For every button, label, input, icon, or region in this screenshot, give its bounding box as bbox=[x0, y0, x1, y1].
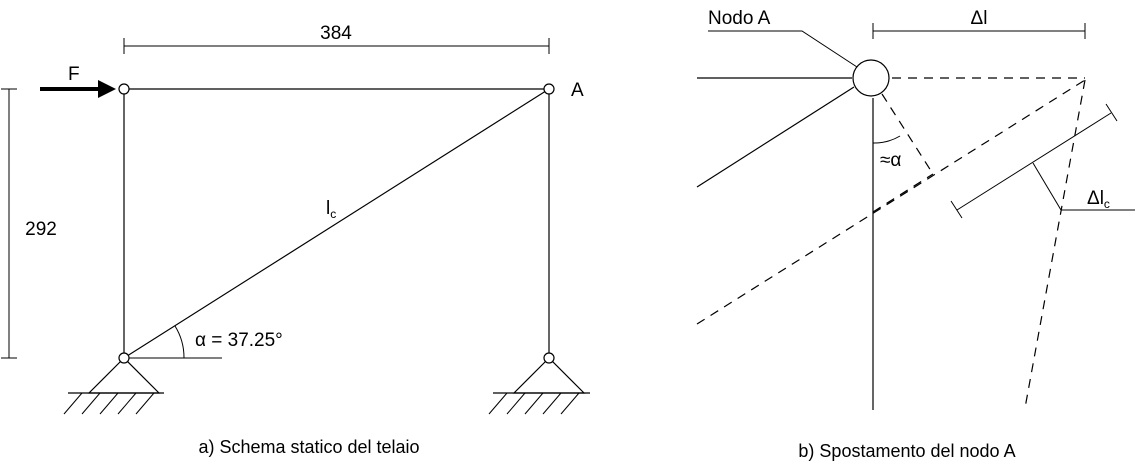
delta-lc-dimension bbox=[950, 103, 1135, 219]
brace-member bbox=[696, 86, 855, 188]
diagonal-brace bbox=[123, 88, 550, 359]
delta-lc-label-subscript: c bbox=[1104, 197, 1110, 211]
joint-top-right bbox=[543, 83, 555, 95]
angle-label: α = 37.25° bbox=[195, 330, 283, 351]
force-arrow bbox=[40, 80, 116, 98]
diagonal-label: lc bbox=[326, 198, 336, 221]
force-label: F bbox=[68, 64, 80, 85]
support-left bbox=[63, 352, 164, 415]
brace-displaced-dashed bbox=[696, 79, 1086, 325]
column-displaced-dashed bbox=[1024, 79, 1086, 409]
node-a-label: A bbox=[571, 80, 584, 101]
delta-lc-label: Δlc bbox=[1087, 188, 1110, 211]
node-a-circle bbox=[852, 59, 890, 97]
joint-top-left bbox=[118, 83, 130, 95]
node-a-leader bbox=[708, 30, 858, 68]
delta-l-dimension bbox=[872, 23, 1086, 39]
delta-lc-label-main: Δl bbox=[1087, 188, 1104, 209]
diagonal-label-main: l bbox=[326, 198, 330, 219]
span-label: 384 bbox=[320, 23, 352, 44]
height-label: 292 bbox=[25, 219, 57, 240]
angle-arc bbox=[174, 325, 185, 359]
support-right bbox=[488, 352, 590, 415]
height-dimension bbox=[1, 88, 17, 359]
span-dimension bbox=[123, 38, 550, 54]
caption-right: b) Spostamento del nodo A bbox=[798, 441, 1015, 461]
diagonal-label-subscript: c bbox=[330, 207, 336, 221]
brace-parallel-dashed bbox=[872, 173, 934, 213]
approx-angle-arc bbox=[872, 135, 901, 144]
caption-left: a) Schema statico del telaio bbox=[198, 437, 419, 457]
delta-l-label: Δl bbox=[971, 8, 988, 29]
displacement-diagram: Nodo A Δl ≈α Δlc b) Spostamento del nodo… bbox=[696, 8, 1135, 461]
frame-diagram: 384 292 F α = 37.25° lc A bbox=[1, 23, 590, 457]
node-a-label-right: Nodo A bbox=[708, 8, 771, 29]
approx-angle-label: ≈α bbox=[880, 150, 901, 171]
